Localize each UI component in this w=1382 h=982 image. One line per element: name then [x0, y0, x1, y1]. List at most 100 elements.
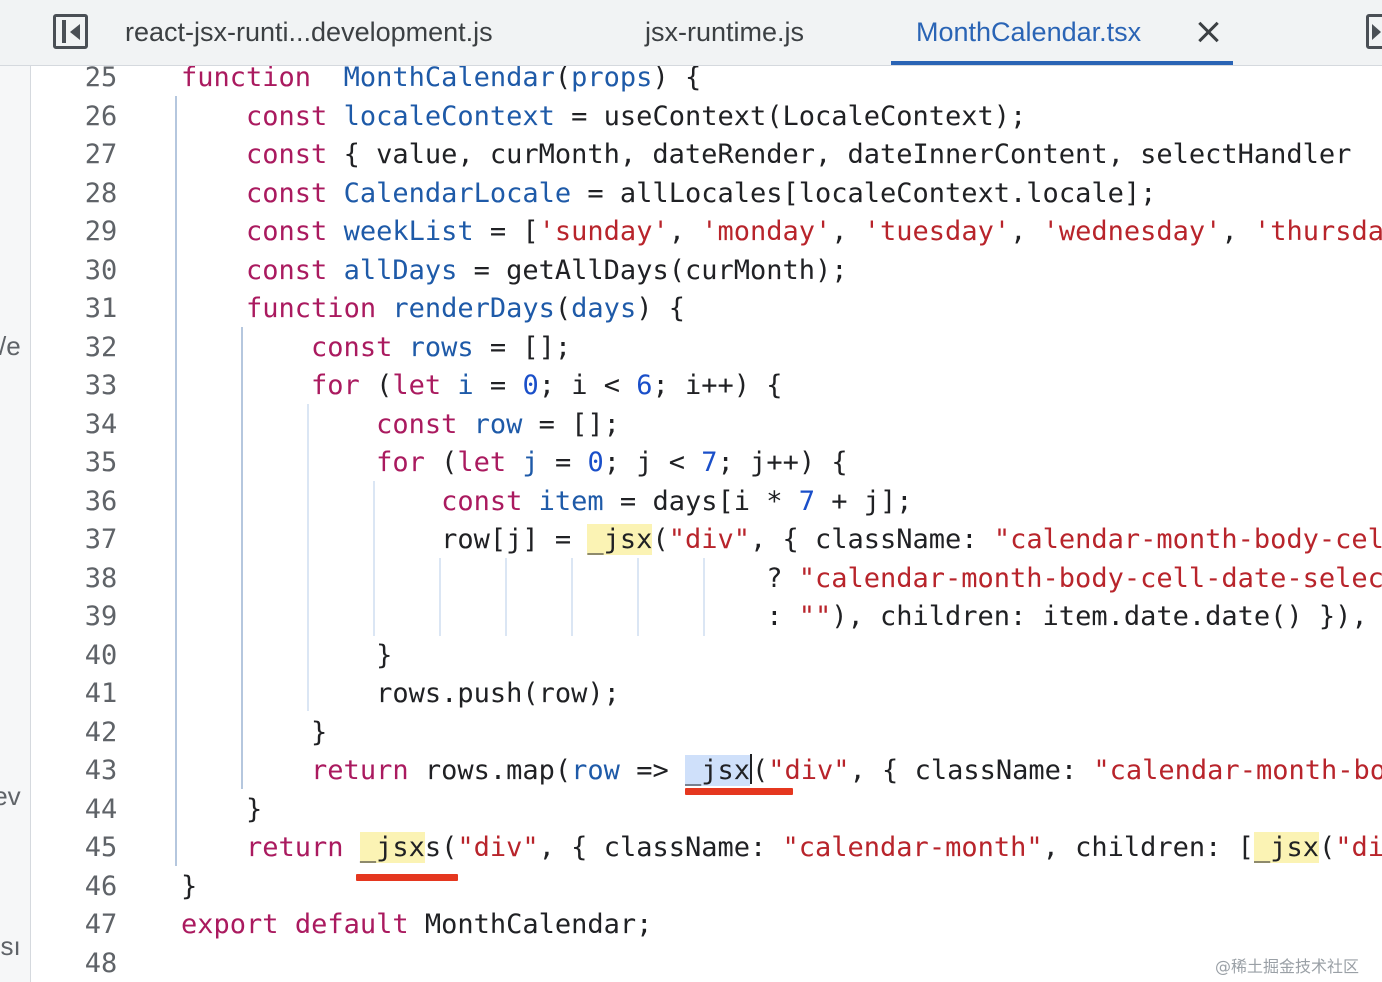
code-line[interactable]: return _jsxs("div", { className: "calend… — [181, 829, 1382, 867]
code-token — [327, 255, 343, 286]
sidebar-fragment[interactable]: /ev — [0, 781, 21, 811]
line-number[interactable]: 41 — [84, 678, 118, 709]
code-token: ( — [424, 447, 458, 478]
string-token: 'monday' — [701, 216, 832, 247]
code-token — [327, 178, 343, 209]
code-token: ( — [752, 755, 769, 786]
line-number[interactable]: 48 — [84, 947, 118, 979]
line-number[interactable]: 26 — [84, 100, 118, 132]
code-line[interactable]: } — [181, 637, 392, 675]
tab-react-jsx-runtime-development[interactable]: react-jsx-runti...development.js — [125, 17, 493, 47]
code-line[interactable]: rows.push(row); — [181, 675, 620, 713]
line-number[interactable]: 45 — [84, 832, 118, 863]
code-token — [522, 486, 538, 517]
toggle-debugger-icon[interactable] — [1366, 14, 1382, 49]
code-token — [181, 486, 441, 517]
identifier-token: localeContext — [343, 100, 555, 132]
code-token: ; i < — [538, 370, 637, 401]
identifier-token: j — [522, 447, 539, 478]
code-line[interactable]: } — [181, 868, 197, 906]
line-number[interactable]: 43 — [84, 755, 118, 786]
code-line[interactable]: const item = days[i * 7 + j]; — [181, 483, 912, 521]
code-token: s( — [424, 832, 458, 863]
line-number[interactable]: 29 — [84, 216, 118, 247]
line-number[interactable]: 33 — [84, 370, 118, 401]
code-line[interactable]: for (let i = 0; i < 6; i++) { — [181, 367, 783, 405]
code-line[interactable]: } — [181, 714, 327, 752]
line-number[interactable]: 36 — [84, 485, 118, 517]
line-number[interactable]: 42 — [84, 716, 118, 748]
line-number[interactable]: 46 — [84, 870, 118, 902]
code-line[interactable]: const rows = []; — [181, 329, 571, 367]
keyword-token: default — [294, 909, 409, 940]
line-number[interactable]: 40 — [84, 639, 118, 671]
code-line[interactable]: const { value, curMonth, dateRender, dat… — [181, 136, 1351, 174]
code-token: = [ — [473, 216, 539, 247]
code-line[interactable]: export default MonthCalendar; — [181, 906, 652, 944]
string-token: 'sunday' — [538, 216, 669, 247]
code-token: , { className: — [849, 755, 1094, 786]
code-line[interactable]: const weekList = ['sunday', 'monday', 't… — [181, 213, 1382, 251]
code-line[interactable]: function MonthCalendar(props) { — [181, 66, 701, 97]
tab-month-calendar[interactable]: MonthCalendar.tsx — [916, 17, 1142, 47]
code-token: = days[i * — [603, 485, 799, 517]
line-number[interactable]: 44 — [84, 793, 118, 825]
code-line[interactable]: const row = []; — [181, 406, 620, 444]
code-token: } — [181, 793, 263, 825]
code-line[interactable]: ? "calendar-month-body-cell-date-selecte… — [181, 560, 1382, 598]
line-number[interactable]: 39 — [84, 601, 118, 632]
line-number[interactable]: 25 — [84, 66, 118, 93]
line-number[interactable]: 35 — [84, 447, 118, 478]
toggle-navigator-icon[interactable] — [53, 14, 88, 49]
line-number[interactable]: 47 — [84, 909, 118, 940]
annotation-underline-jsxs — [356, 874, 458, 881]
identifier-token: MonthCalendar — [343, 66, 555, 93]
tab-jsx-runtime[interactable]: jsx-runtime.js — [645, 17, 805, 47]
code-line[interactable]: const allDays = getAllDays(curMonth); — [181, 252, 847, 290]
line-number[interactable]: 37 — [84, 524, 118, 555]
code-editor[interactable]: 25 function MonthCalendar(props) { 26 cons… — [31, 66, 1382, 982]
code-token — [181, 755, 311, 786]
line-number[interactable]: 30 — [84, 254, 118, 286]
code-token: = — [473, 370, 523, 401]
line-number[interactable]: 28 — [84, 177, 118, 209]
code-token — [441, 370, 457, 401]
code-line[interactable]: } — [181, 791, 262, 829]
code-line[interactable]: const localeContext = useContext(LocaleC… — [181, 98, 1026, 136]
close-tab-icon[interactable] — [1196, 19, 1222, 45]
code-line[interactable]: for (let j = 0; j < 7; j++) { — [181, 444, 848, 482]
code-line[interactable]: return rows.map(row => _jsx("div", { cla… — [181, 752, 1382, 790]
sidebar-fragment[interactable]: esı — [0, 931, 21, 961]
code-token — [327, 101, 343, 132]
code-line[interactable]: const CalendarLocale = allLocales[locale… — [181, 175, 1156, 213]
keyword-token: const — [246, 177, 328, 209]
code-token: ( — [1318, 832, 1336, 863]
line-number[interactable]: 31 — [84, 293, 118, 324]
code-line[interactable]: : ""), children: item.date.date() }), — [181, 598, 1367, 636]
selected-token: _jsx — [684, 755, 750, 786]
line-number[interactable]: 34 — [84, 408, 118, 440]
code-line[interactable]: function renderDays(days) { — [181, 290, 685, 328]
file-navigator-panel: s/e /ev esı — [0, 66, 31, 982]
code-line[interactable]: row[j] = _jsx("div", { className: "calen… — [181, 521, 1382, 559]
line-number[interactable]: 27 — [84, 139, 118, 170]
keyword-token: const — [311, 331, 393, 363]
string-token: "div" — [457, 832, 539, 863]
identifier-token: CalendarLocale — [343, 177, 572, 209]
identifier-token: weekList — [343, 216, 474, 247]
line-number[interactable]: 38 — [84, 562, 118, 594]
identifier-token: rows — [408, 331, 474, 363]
code-token: , children: [ — [1042, 832, 1254, 863]
toggle-debugger-icon-arrow — [1372, 24, 1381, 40]
line-number[interactable]: 32 — [84, 331, 118, 363]
highlighted-token: _jsx — [1253, 832, 1319, 863]
identifier-token: i — [457, 370, 474, 401]
sidebar-fragment[interactable]: s/e — [0, 331, 21, 361]
code-token: ; i++) { — [652, 370, 783, 401]
string-token: 'tuesday' — [863, 216, 1011, 247]
highlighted-token: _jsx — [587, 524, 653, 555]
code-token: , { className: — [749, 524, 994, 555]
code-token: = useContext(LocaleContext); — [554, 100, 1027, 132]
code-token — [344, 832, 360, 863]
code-token: ) { — [652, 66, 702, 93]
